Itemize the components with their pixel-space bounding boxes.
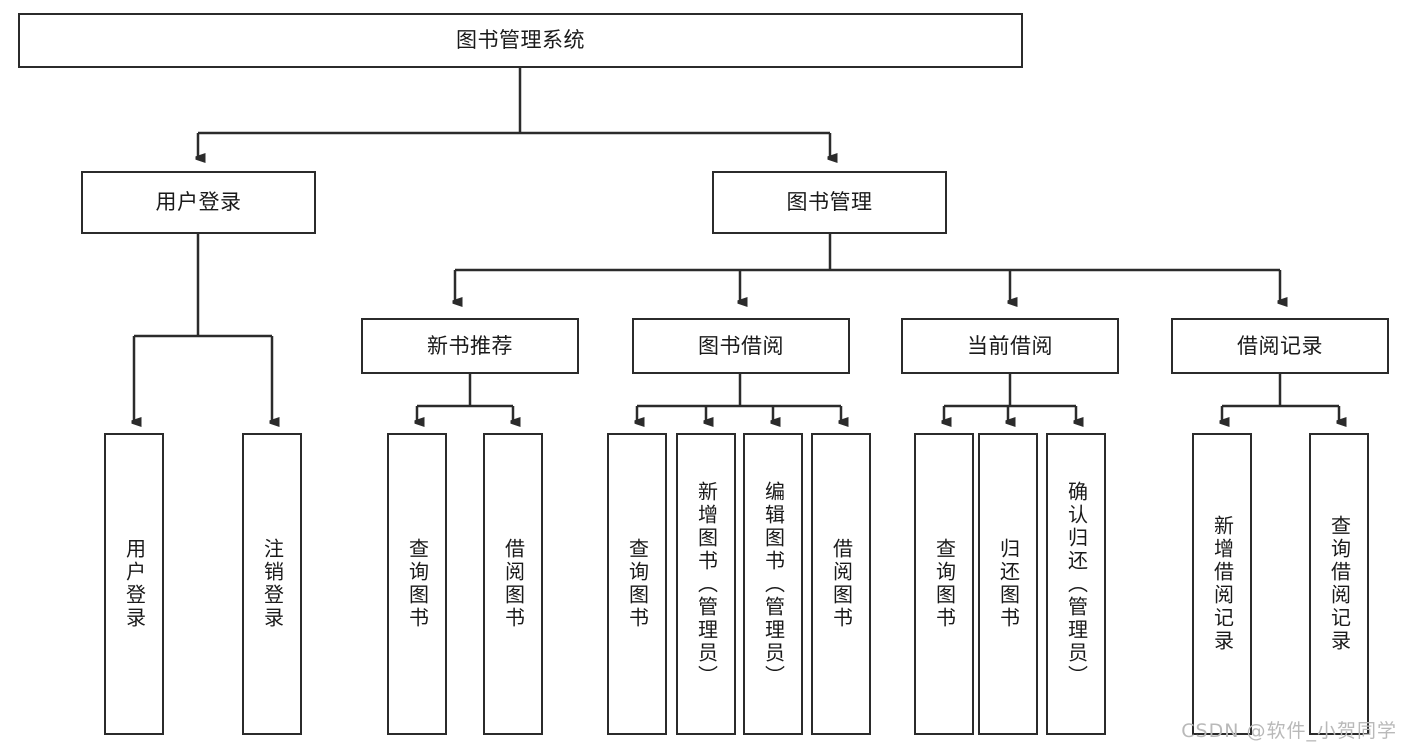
- leaf-current-return-book[interactable]: 归还图书: [978, 433, 1038, 735]
- csdn-watermark: CSDN @软件_小贺同学: [1181, 720, 1397, 742]
- node-label: 图书借阅: [698, 333, 784, 358]
- node-user-login[interactable]: 用户登录: [81, 171, 316, 234]
- node-root-system[interactable]: 图书管理系统: [18, 13, 1023, 68]
- node-label: 确认归还（管理员）: [1064, 480, 1089, 688]
- node-book-management[interactable]: 图书管理: [712, 171, 947, 234]
- node-label: 借阅图书: [501, 538, 526, 630]
- node-label: 编辑图书（管理员）: [761, 480, 786, 688]
- node-label: 图书管理: [786, 190, 873, 215]
- leaf-borrow-query-book[interactable]: 查询图书: [607, 433, 667, 735]
- node-label: 查询图书: [625, 538, 650, 630]
- leaf-record-add-record[interactable]: 新增借阅记录: [1192, 433, 1252, 735]
- node-label: 新增图书（管理员）: [694, 480, 719, 688]
- node-label: 查询图书: [932, 538, 957, 630]
- node-current-borrow[interactable]: 当前借阅: [901, 318, 1119, 374]
- node-label: 归还图书: [996, 538, 1021, 630]
- node-label: 借阅记录: [1237, 333, 1323, 358]
- leaf-record-query-record[interactable]: 查询借阅记录: [1309, 433, 1369, 735]
- leaf-recommend-borrow-book[interactable]: 借阅图书: [483, 433, 543, 735]
- leaf-borrow-borrow-book[interactable]: 借阅图书: [811, 433, 871, 735]
- node-label: 查询借阅记录: [1327, 515, 1352, 653]
- leaf-user-login-logout[interactable]: 注销登录: [242, 433, 302, 735]
- node-label: 借阅图书: [829, 538, 854, 630]
- leaf-borrow-add-book-admin[interactable]: 新增图书（管理员）: [676, 433, 736, 735]
- leaf-current-confirm-return-admin[interactable]: 确认归还（管理员）: [1046, 433, 1106, 735]
- node-label: 当前借阅: [967, 333, 1053, 358]
- node-borrow-record[interactable]: 借阅记录: [1171, 318, 1389, 374]
- node-label: 新书推荐: [427, 333, 513, 358]
- node-book-borrow[interactable]: 图书借阅: [632, 318, 850, 374]
- node-label: 新增借阅记录: [1210, 515, 1235, 653]
- node-label: 用户登录: [122, 538, 147, 630]
- leaf-borrow-edit-book-admin[interactable]: 编辑图书（管理员）: [743, 433, 803, 735]
- node-new-book-recommend[interactable]: 新书推荐: [361, 318, 579, 374]
- leaf-current-query-book[interactable]: 查询图书: [914, 433, 974, 735]
- node-label: 图书管理系统: [456, 28, 585, 53]
- leaf-recommend-query-book[interactable]: 查询图书: [387, 433, 447, 735]
- node-label: 用户登录: [155, 190, 242, 215]
- node-label: 注销登录: [260, 538, 285, 630]
- node-label: 查询图书: [405, 538, 430, 630]
- leaf-user-login-login[interactable]: 用户登录: [104, 433, 164, 735]
